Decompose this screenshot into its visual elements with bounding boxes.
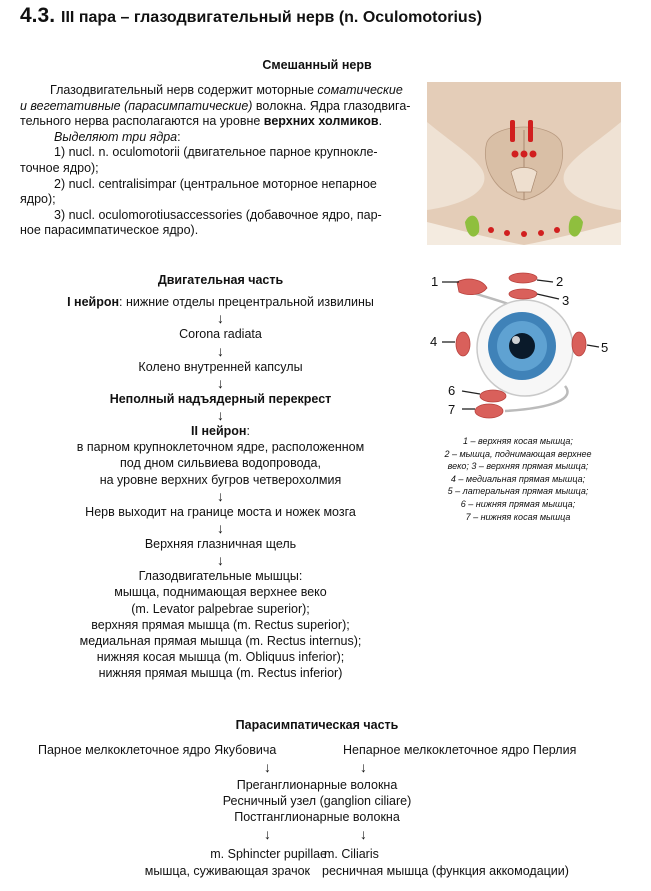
arrow-down: ↓ — [217, 487, 224, 504]
nucleus-item-3: 3) nucl. oculomorotiusaccessories (добав… — [54, 207, 382, 222]
nucleus-item-2: 2) nucl. centralisimpar (центральное мот… — [54, 176, 377, 191]
oculomotor-nucleus-marks — [510, 120, 537, 158]
muscle-levator: мышца, поднимающая верхнее веко — [114, 585, 327, 600]
nucleus-item-1: 1) nucl. n. oculomotorii (двигательное п… — [54, 145, 378, 160]
caption-line: 6 – нижняя прямая мышца; — [460, 498, 576, 509]
arrow-down: ↓ — [360, 826, 367, 842]
caption-line: 2 – мышца, поднимающая верхнее — [444, 448, 592, 459]
sphincter-pupillae: m. Sphincter pupillae — [210, 847, 327, 861]
intro-text: Глазодвигательный нерв содержит моторные… — [20, 83, 417, 239]
arrow-down: ↓ — [264, 826, 271, 842]
motor-heading: Двигательная часть — [157, 273, 284, 287]
arrow-down: ↓ — [217, 374, 224, 391]
arrow-down: ↓ — [264, 759, 271, 775]
caption-line: 1 – верхняя косая мышца; — [463, 436, 573, 446]
preganglionic-fibers: Преганглионарные волокна — [236, 778, 398, 792]
step-internal-capsule: Колено внутренней капсулы — [138, 359, 303, 374]
motor-flowchart: Двигательная часть I нейрон: нижние отде… — [0, 272, 441, 682]
neuron-2-location-2: под дном сильвиева водопровода, — [120, 456, 321, 471]
muscles-heading: Глазодвигательные мышцы: — [138, 569, 303, 584]
intro-line-2: и вегетативные (парасимпатические) волок… — [20, 98, 411, 113]
page-title: 4.3. III пара – глазодвигательный нерв (n… — [20, 4, 482, 28]
arrow-down: ↓ — [217, 342, 224, 359]
eye-muscles-figure: 1 2 3 4 5 6 7 — [430, 272, 608, 419]
ciliaris-muscle: m. Ciliaris — [324, 847, 379, 861]
caption-line: 4 – медиальная прямая мышца; — [450, 473, 586, 484]
muscle-rectus-internus: медиальная прямая мышца (m. Rectus inter… — [79, 634, 362, 649]
figure-label-5: 5 — [601, 340, 608, 355]
neuron-1: I нейрон: нижние отделы прецентральной и… — [67, 295, 374, 310]
caption-line: 7 – нижняя косая мышца — [465, 511, 571, 522]
ciliaris-description: ресничная мышца (функция аккомодации) — [322, 864, 569, 878]
muscle-rectus-superior: верхняя прямая мышца (m. Rectus superior… — [91, 617, 350, 632]
postganglionic-fibers: Постганглионарные волокна — [234, 810, 400, 824]
arrow-down: ↓ — [217, 520, 224, 537]
intro-line-3: тельного нерва располагаются на уровне в… — [20, 114, 383, 129]
neuron-2-location-1: в парном крупноклеточном ядре, расположе… — [76, 440, 365, 455]
caption-line: 5 – латеральная прямая мышца; — [447, 486, 589, 497]
muscle-obliquus-inferior: нижняя косая мышца (m. Obliquus inferior… — [96, 650, 345, 665]
caption-line: веко; 3 – верхняя прямая мышца; — [447, 461, 589, 472]
arrow-down: ↓ — [217, 407, 224, 424]
step-nerve-exit: Нерв выходит на границе моста и ножек мо… — [85, 504, 356, 519]
section-title: III пара – глазодвигательный нерв (n. Oc… — [61, 9, 482, 26]
muscle-stumps — [455, 272, 587, 419]
step-orbital-fissure: Верхняя глазничная щель — [144, 537, 297, 552]
perlia-nucleus: Непарное мелкоклеточное ядро Перлия — [343, 743, 577, 757]
yakubovich-nucleus: Парное мелкоклеточное ядро Якубовича — [38, 743, 277, 757]
muscle-rectus-inferior: нижняя прямая мышца (m. Rectus inferior) — [98, 666, 343, 681]
step-decussation: Неполный надъядерный перекрест — [109, 391, 332, 406]
para-heading: Парасимпатическая часть — [235, 718, 399, 732]
figure-caption: 1 – верхняя косая мышца; 2 – мышца, подн… — [419, 435, 617, 523]
nucleus-item-1-cont: точное ядро); — [20, 160, 99, 175]
figure-label-4: 4 — [430, 334, 437, 349]
figure-label-3: 3 — [562, 293, 569, 308]
intro-heading: Смешанный нерв — [262, 58, 372, 72]
arrow-down: ↓ — [360, 759, 367, 775]
figure-label-6: 6 — [448, 383, 455, 398]
brainstem-illustration — [427, 82, 621, 245]
arrow-down: ↓ — [217, 552, 224, 569]
neuron-2-location-3: на уровне верхних бугров четверохолмия — [99, 472, 342, 487]
nerve-roots — [465, 215, 583, 237]
nuclei-intro: Выделяют три ядра: — [54, 129, 181, 144]
figure-label-2: 2 — [556, 274, 563, 289]
figure-label-7: 7 — [448, 402, 455, 417]
nucleus-item-3-cont: ное парасимпатическое ядро). — [20, 223, 199, 238]
muscle-levator-latin: (m. Levator palpebrae superior); — [131, 601, 310, 616]
intro-line-1: Глазодвигательный нерв содержит моторные… — [50, 83, 403, 97]
section-number: 4.3. — [20, 4, 56, 27]
ciliary-ganglion: Ресничный узел (ganglion ciliare) — [222, 794, 412, 808]
step-corona-radiata: Corona radiata — [179, 327, 262, 342]
eyeball — [476, 299, 574, 397]
sphincter-description: мышца, суживающая зрачок — [144, 864, 310, 878]
figure-label-1: 1 — [431, 274, 438, 289]
nucleus-item-2-cont: ядро); — [20, 192, 56, 207]
neuron-2: II нейрон: — [191, 424, 250, 439]
arrow-down: ↓ — [217, 310, 224, 327]
